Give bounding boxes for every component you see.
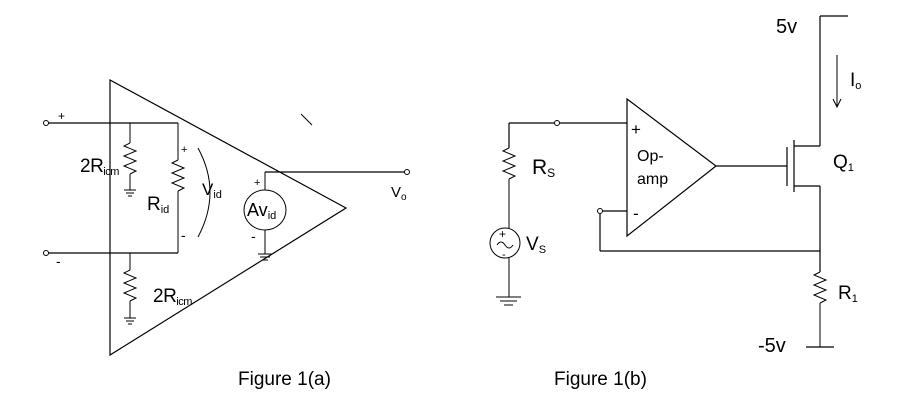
input-minus-label: - bbox=[56, 253, 61, 269]
label-2ricm-upper: 2Ricm bbox=[80, 156, 119, 178]
label-vo: Vo bbox=[391, 184, 407, 203]
opamp-triangle-a bbox=[109, 78, 348, 357]
rid-plus-sign: + bbox=[181, 144, 187, 156]
vid-arc bbox=[197, 147, 211, 238]
input-minus-terminal bbox=[43, 250, 49, 256]
label-r1: R1 bbox=[838, 283, 858, 305]
label-rs: RS bbox=[532, 156, 555, 180]
mosfet-q1 bbox=[786, 140, 820, 192]
vs-plus-sign: + bbox=[499, 227, 506, 241]
dependent-source-avid bbox=[243, 171, 405, 261]
output-vo-terminal bbox=[404, 169, 410, 175]
label-io: Io bbox=[850, 70, 861, 92]
opamp-triangle-b bbox=[626, 97, 717, 238]
figure-1b: + - Op- amp RS + - VS bbox=[489, 15, 861, 390]
caption-figure-1b: Figure 1(b) bbox=[554, 369, 647, 390]
label-2ricm-lower: 2Ricm bbox=[153, 286, 192, 308]
opamp-minus-sign: - bbox=[633, 204, 639, 223]
opamp-plus-sign: + bbox=[631, 120, 641, 139]
avid-plus-sign: + bbox=[254, 177, 260, 189]
resistor-2ricm-upper bbox=[122, 123, 138, 197]
opamp-label-line1: Op- bbox=[637, 148, 664, 165]
label-supply-neg: -5v bbox=[758, 335, 786, 357]
opamp-label-line2: amp bbox=[637, 171, 668, 188]
resistor-rid bbox=[170, 123, 186, 253]
avid-minus-sign: - bbox=[251, 228, 256, 244]
label-avid: Avid bbox=[247, 200, 276, 222]
current-arrow-io bbox=[832, 55, 842, 109]
input-plus-label: + bbox=[58, 109, 65, 123]
opamp-minus-node bbox=[597, 208, 603, 214]
voltage-source-vs bbox=[489, 227, 521, 306]
stray-tick-mark bbox=[300, 113, 313, 126]
caption-figure-1a: Figure 1(a) bbox=[238, 369, 331, 390]
label-supply-pos: 5v bbox=[776, 16, 797, 38]
input-plus-terminal bbox=[43, 120, 49, 126]
label-vid: Vid bbox=[202, 180, 222, 201]
opamp-plus-node bbox=[554, 120, 560, 126]
resistor-rs bbox=[501, 147, 517, 228]
vs-minus-sign: - bbox=[502, 249, 506, 261]
resistor-r1 bbox=[806, 271, 834, 348]
rid-minus-sign: - bbox=[181, 227, 186, 243]
label-q1: Q1 bbox=[833, 152, 854, 174]
label-vs: VS bbox=[526, 234, 546, 256]
resistor-2ricm-lower bbox=[122, 253, 138, 325]
label-rid: Rid bbox=[147, 194, 169, 216]
figure-1a: + - 2Ricm Rid + - bbox=[43, 78, 410, 390]
